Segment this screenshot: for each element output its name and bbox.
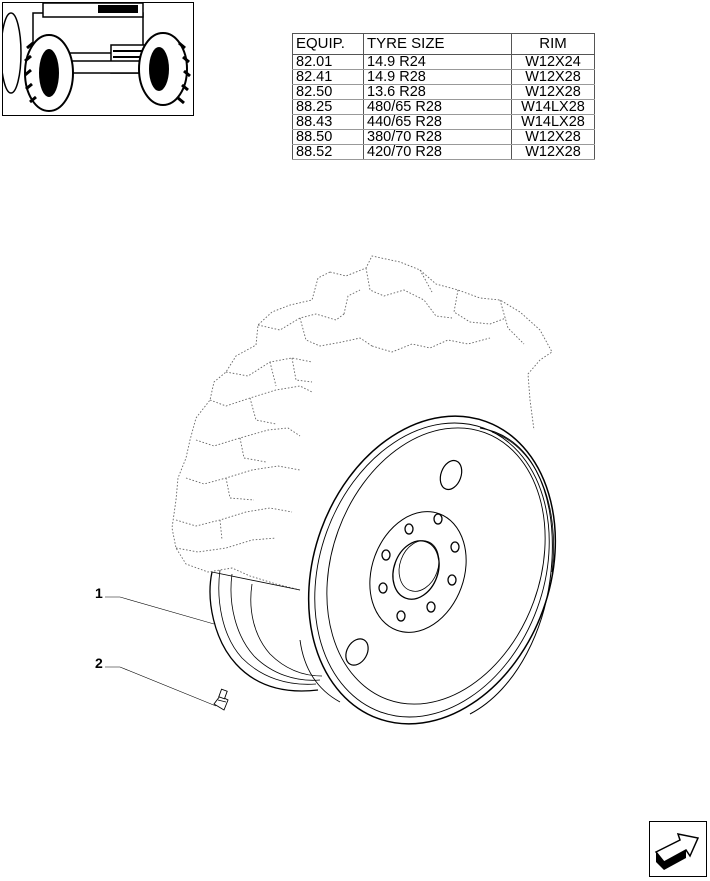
callout-1: 1 xyxy=(95,585,103,601)
next-page-button[interactable] xyxy=(649,821,707,877)
equip-cell: 82.41 xyxy=(292,69,364,85)
equip-cell: 88.52 xyxy=(292,144,364,160)
tyre-rim-table: EQUIP. TYRE SIZE RIM 82.01 14.9 R24 W12X… xyxy=(292,33,595,160)
tyre-cell: 380/70 R28 xyxy=(363,129,512,145)
rim-cell: W12X28 xyxy=(511,84,595,100)
column-header-rim: RIM xyxy=(511,33,595,55)
table-row: 88.25 480/65 R28 W14LX28 xyxy=(292,99,595,115)
table-row: 82.41 14.9 R28 W12X28 xyxy=(292,69,595,85)
rim-cell: W12X28 xyxy=(511,144,595,160)
rim-cell: W12X28 xyxy=(511,69,595,85)
column-header-equip: EQUIP. xyxy=(292,33,364,55)
tyre-cell: 440/65 R28 xyxy=(363,114,512,130)
tyre-cell: 14.9 R24 xyxy=(363,54,512,70)
valve-part xyxy=(213,688,229,711)
wheel-rim-diagram xyxy=(105,255,557,725)
rim-cell: W12X24 xyxy=(511,54,595,70)
rim xyxy=(209,415,557,725)
table-row: 88.50 380/70 R28 W12X28 xyxy=(292,129,595,145)
tyre-phantom-outline xyxy=(171,255,553,591)
equip-cell: 88.50 xyxy=(292,129,364,145)
next-page-arrow-icon xyxy=(654,833,700,870)
equip-cell: 82.50 xyxy=(292,84,364,100)
equip-cell: 88.43 xyxy=(292,114,364,130)
equip-cell: 88.25 xyxy=(292,99,364,115)
table-row: 88.43 440/65 R28 W14LX28 xyxy=(292,114,595,130)
table-row: 82.01 14.9 R24 W12X24 xyxy=(292,54,595,70)
leader-lines xyxy=(105,596,217,707)
tyre-cell: 13.6 R28 xyxy=(363,84,512,100)
tractor-front-thumbnail-icon xyxy=(3,3,191,112)
rim-cell: W14LX28 xyxy=(511,99,595,115)
rim-cell: W12X28 xyxy=(511,129,595,145)
column-header-tyre-size: TYRE SIZE xyxy=(363,33,512,55)
callout-2: 2 xyxy=(95,655,103,671)
tyre-cell: 480/65 R28 xyxy=(363,99,512,115)
tractor-thumbnail xyxy=(2,2,194,116)
table-row: 82.50 13.6 R28 W12X28 xyxy=(292,84,595,100)
tyre-cell: 420/70 R28 xyxy=(363,144,512,160)
table-header-row: EQUIP. TYRE SIZE RIM xyxy=(292,33,595,55)
equip-cell: 82.01 xyxy=(292,54,364,70)
table-row: 88.52 420/70 R28 W12X28 xyxy=(292,144,595,160)
rim-cell: W14LX28 xyxy=(511,114,595,130)
tyre-cell: 14.9 R28 xyxy=(363,69,512,85)
